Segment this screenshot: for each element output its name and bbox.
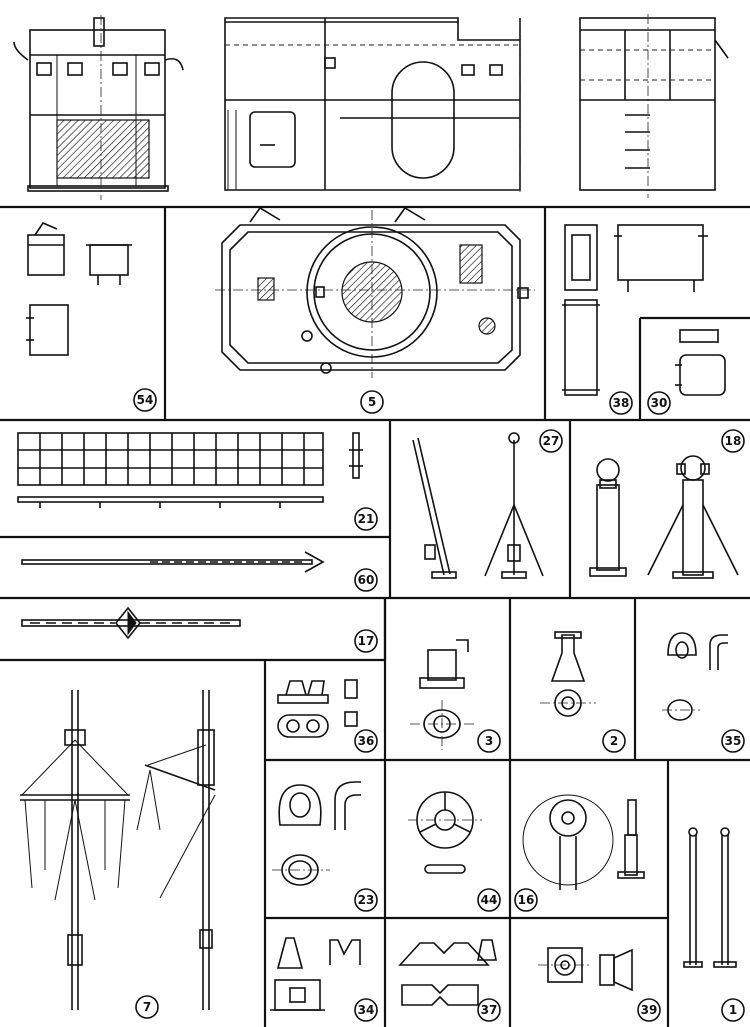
figure-badge: 1 bbox=[721, 998, 745, 1022]
rail-stanchions bbox=[39, 433, 305, 485]
figure-badge: 16 bbox=[514, 888, 538, 912]
figure-1-drawing bbox=[683, 827, 737, 968]
figure-7-drawing bbox=[20, 690, 216, 1010]
figure-badge: 27 bbox=[539, 429, 563, 453]
figure-2-drawing bbox=[540, 631, 596, 717]
figure-30-drawing bbox=[675, 329, 726, 396]
figure-34-drawing bbox=[270, 937, 361, 1011]
figure-number: 30 bbox=[651, 396, 668, 410]
figure-18-drawing bbox=[589, 455, 739, 579]
bridge-front-elevation bbox=[13, 15, 184, 200]
figure-badge: 7 bbox=[135, 995, 159, 1019]
figure-badge: 34 bbox=[354, 998, 378, 1022]
figure-39-drawing bbox=[538, 947, 633, 992]
figure-23-drawing bbox=[272, 781, 361, 886]
figure-number: 27 bbox=[543, 434, 560, 448]
figure-badge: 17 bbox=[354, 629, 378, 653]
figure-number-badges: 54 5 38 30 21 27 18 60 bbox=[133, 388, 745, 1022]
figure-badge: 21 bbox=[354, 507, 378, 531]
figure-number: 39 bbox=[641, 1003, 658, 1017]
figure-38-drawing bbox=[562, 224, 708, 396]
figure-number: 23 bbox=[358, 893, 375, 907]
figure-badge: 2 bbox=[602, 729, 626, 753]
figure-3-drawing bbox=[410, 639, 476, 750]
figure-badge: 37 bbox=[477, 998, 501, 1022]
figure-number: 3 bbox=[485, 734, 493, 748]
figure-badge: 60 bbox=[354, 568, 378, 592]
figure-36-drawing bbox=[277, 679, 358, 738]
figure-number: 35 bbox=[725, 734, 742, 748]
figure-35-drawing bbox=[662, 632, 728, 721]
figure-badge: 44 bbox=[477, 888, 501, 912]
figure-number: 37 bbox=[481, 1003, 498, 1017]
figure-number: 7 bbox=[143, 1000, 151, 1014]
figure-number: 34 bbox=[358, 1003, 375, 1017]
bridge-rear-elevation bbox=[579, 14, 729, 198]
figure-number: 54 bbox=[137, 393, 154, 407]
figure-number: 1 bbox=[729, 1003, 737, 1017]
figure-number: 18 bbox=[725, 434, 742, 448]
bridge-side-elevation bbox=[224, 17, 521, 195]
figure-number: 17 bbox=[358, 634, 375, 648]
figure-number: 60 bbox=[358, 573, 375, 587]
figure-number: 36 bbox=[358, 734, 375, 748]
figure-number: 44 bbox=[481, 893, 498, 907]
figure-number: 16 bbox=[518, 893, 535, 907]
figure-number: 2 bbox=[610, 734, 618, 748]
figure-badge: 36 bbox=[354, 729, 378, 753]
figure-54-drawing bbox=[26, 222, 132, 356]
figure-badge: 35 bbox=[721, 729, 745, 753]
figure-37-drawing bbox=[398, 939, 497, 1006]
figure-16-drawing bbox=[522, 794, 645, 890]
panel-grid bbox=[0, 205, 750, 1027]
figure-badge: 23 bbox=[354, 888, 378, 912]
figure-number: 38 bbox=[613, 396, 630, 410]
figure-44-drawing bbox=[408, 791, 482, 874]
figure-5-drawing bbox=[215, 206, 535, 378]
figure-number: 5 bbox=[368, 395, 376, 409]
figure-number: 21 bbox=[358, 512, 375, 526]
figure-badge: 3 bbox=[477, 729, 501, 753]
figure-badge: 54 bbox=[133, 388, 157, 412]
figure-badge: 18 bbox=[721, 429, 745, 453]
figure-badge: 38 bbox=[609, 391, 633, 415]
figure-badge: 30 bbox=[647, 391, 671, 415]
figure-badge: 5 bbox=[360, 390, 384, 414]
figure-badge: 39 bbox=[637, 998, 661, 1022]
figure-21-drawing bbox=[17, 432, 363, 508]
figure-60-drawing bbox=[21, 551, 325, 573]
figure-17-drawing bbox=[21, 606, 241, 640]
figure-27-drawing bbox=[412, 432, 544, 579]
